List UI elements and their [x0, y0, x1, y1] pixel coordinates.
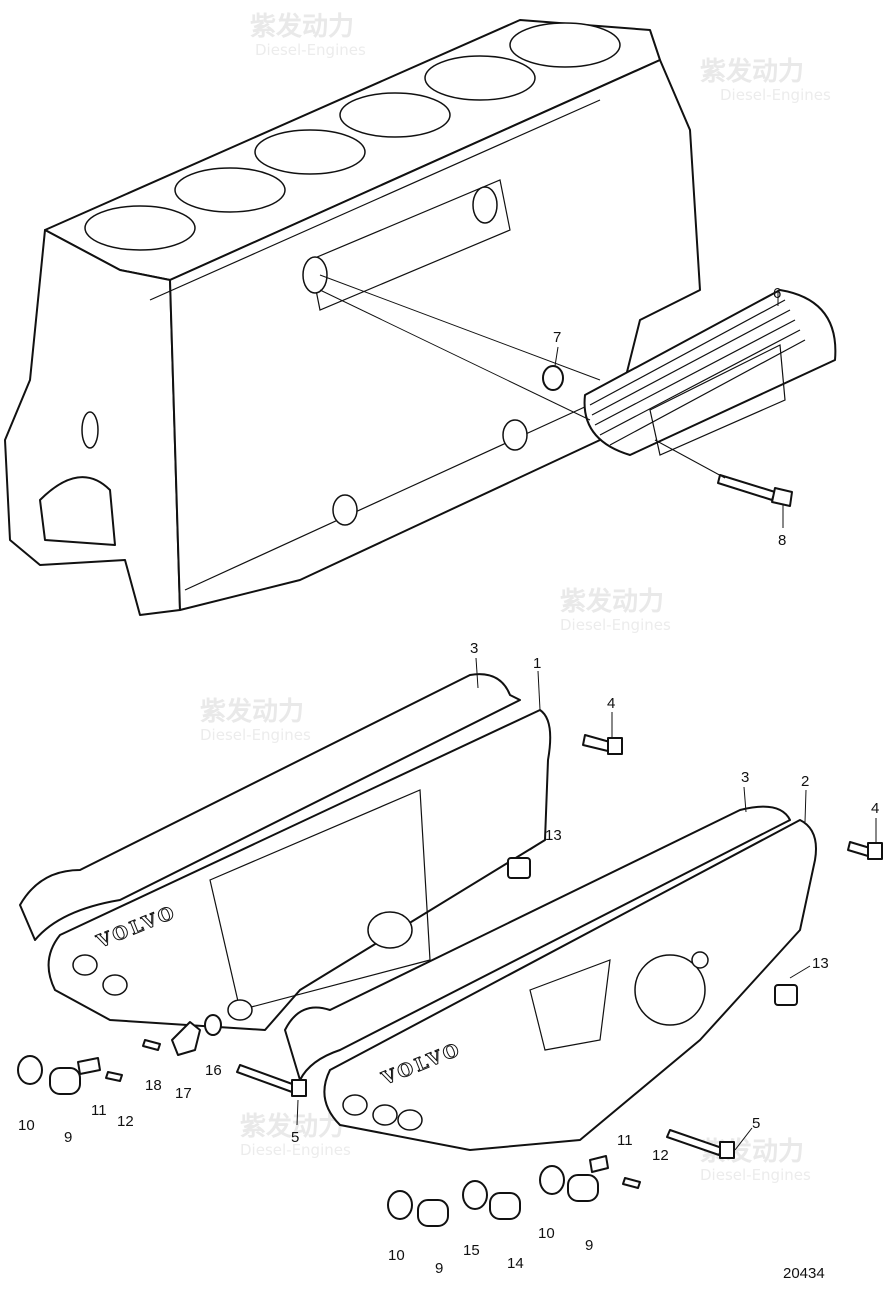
callout-16: 16 [205, 1062, 222, 1079]
leader-lines [296, 290, 877, 1151]
callout-5: 5 [752, 1115, 760, 1132]
callout-10: 10 [538, 1225, 555, 1242]
gasket-left [19, 673, 521, 941]
callout-13: 13 [812, 955, 829, 972]
cover-right: VOLVO [323, 819, 817, 1151]
seal-ring [542, 365, 564, 391]
callout-3: 3 [741, 769, 749, 786]
watermark-brand: 紫发动力 [240, 1111, 344, 1142]
callout-11: 11 [91, 1102, 107, 1119]
watermark-brand: 紫发动力 [560, 586, 664, 617]
cooler-bolt [717, 474, 793, 507]
callout-14: 14 [507, 1255, 524, 1272]
watermark-sub: Diesel-Engines [255, 41, 366, 59]
callout-6: 6 [773, 285, 781, 302]
watermark-brand: 紫发动力 [250, 11, 354, 42]
callout-9: 9 [64, 1129, 72, 1146]
callout-10: 10 [18, 1117, 35, 1134]
callout-9: 9 [435, 1260, 443, 1277]
cover-left: VOLVO [47, 709, 552, 1031]
drawing-number: 20434 [783, 1265, 825, 1282]
callout-13: 13 [545, 827, 562, 844]
watermark-sub: Diesel-Engines [240, 1141, 351, 1159]
watermark-sub: Diesel-Engines [720, 86, 831, 104]
cylinder-block [4, 19, 701, 616]
callout-2: 2 [801, 773, 809, 790]
callout-7: 7 [553, 329, 561, 346]
callout-9: 9 [585, 1237, 593, 1254]
gasket-right [284, 805, 791, 1081]
callout-5: 5 [291, 1129, 299, 1146]
callout-10: 10 [388, 1247, 405, 1264]
watermark-sub: Diesel-Engines [700, 1166, 811, 1184]
watermark-brand: 紫发动力 [700, 56, 804, 87]
callout-3: 3 [470, 640, 478, 657]
callout-labels: 6 7 8 3 1 4 3 2 4 13 13 18 17 16 11 12 1… [18, 285, 879, 1277]
callout-12: 12 [652, 1147, 669, 1164]
callout-17: 17 [175, 1085, 192, 1102]
callout-4: 4 [871, 800, 879, 817]
watermark-layer: 紫发动力 Diesel-Engines 紫发动力 Diesel-Engines … [200, 11, 831, 1184]
callout-12: 12 [117, 1113, 134, 1130]
callout-1: 1 [533, 655, 541, 672]
watermark-brand: 紫发动力 [200, 696, 304, 727]
callout-18: 18 [145, 1077, 162, 1094]
watermark-sub: Diesel-Engines [560, 616, 671, 634]
callout-15: 15 [463, 1242, 480, 1259]
oil-cooler [583, 289, 837, 456]
watermark-sub: Diesel-Engines [200, 726, 311, 744]
callout-11: 11 [617, 1132, 633, 1149]
callout-4: 4 [607, 695, 615, 712]
callout-8: 8 [778, 532, 786, 549]
small-parts [17, 734, 883, 1227]
